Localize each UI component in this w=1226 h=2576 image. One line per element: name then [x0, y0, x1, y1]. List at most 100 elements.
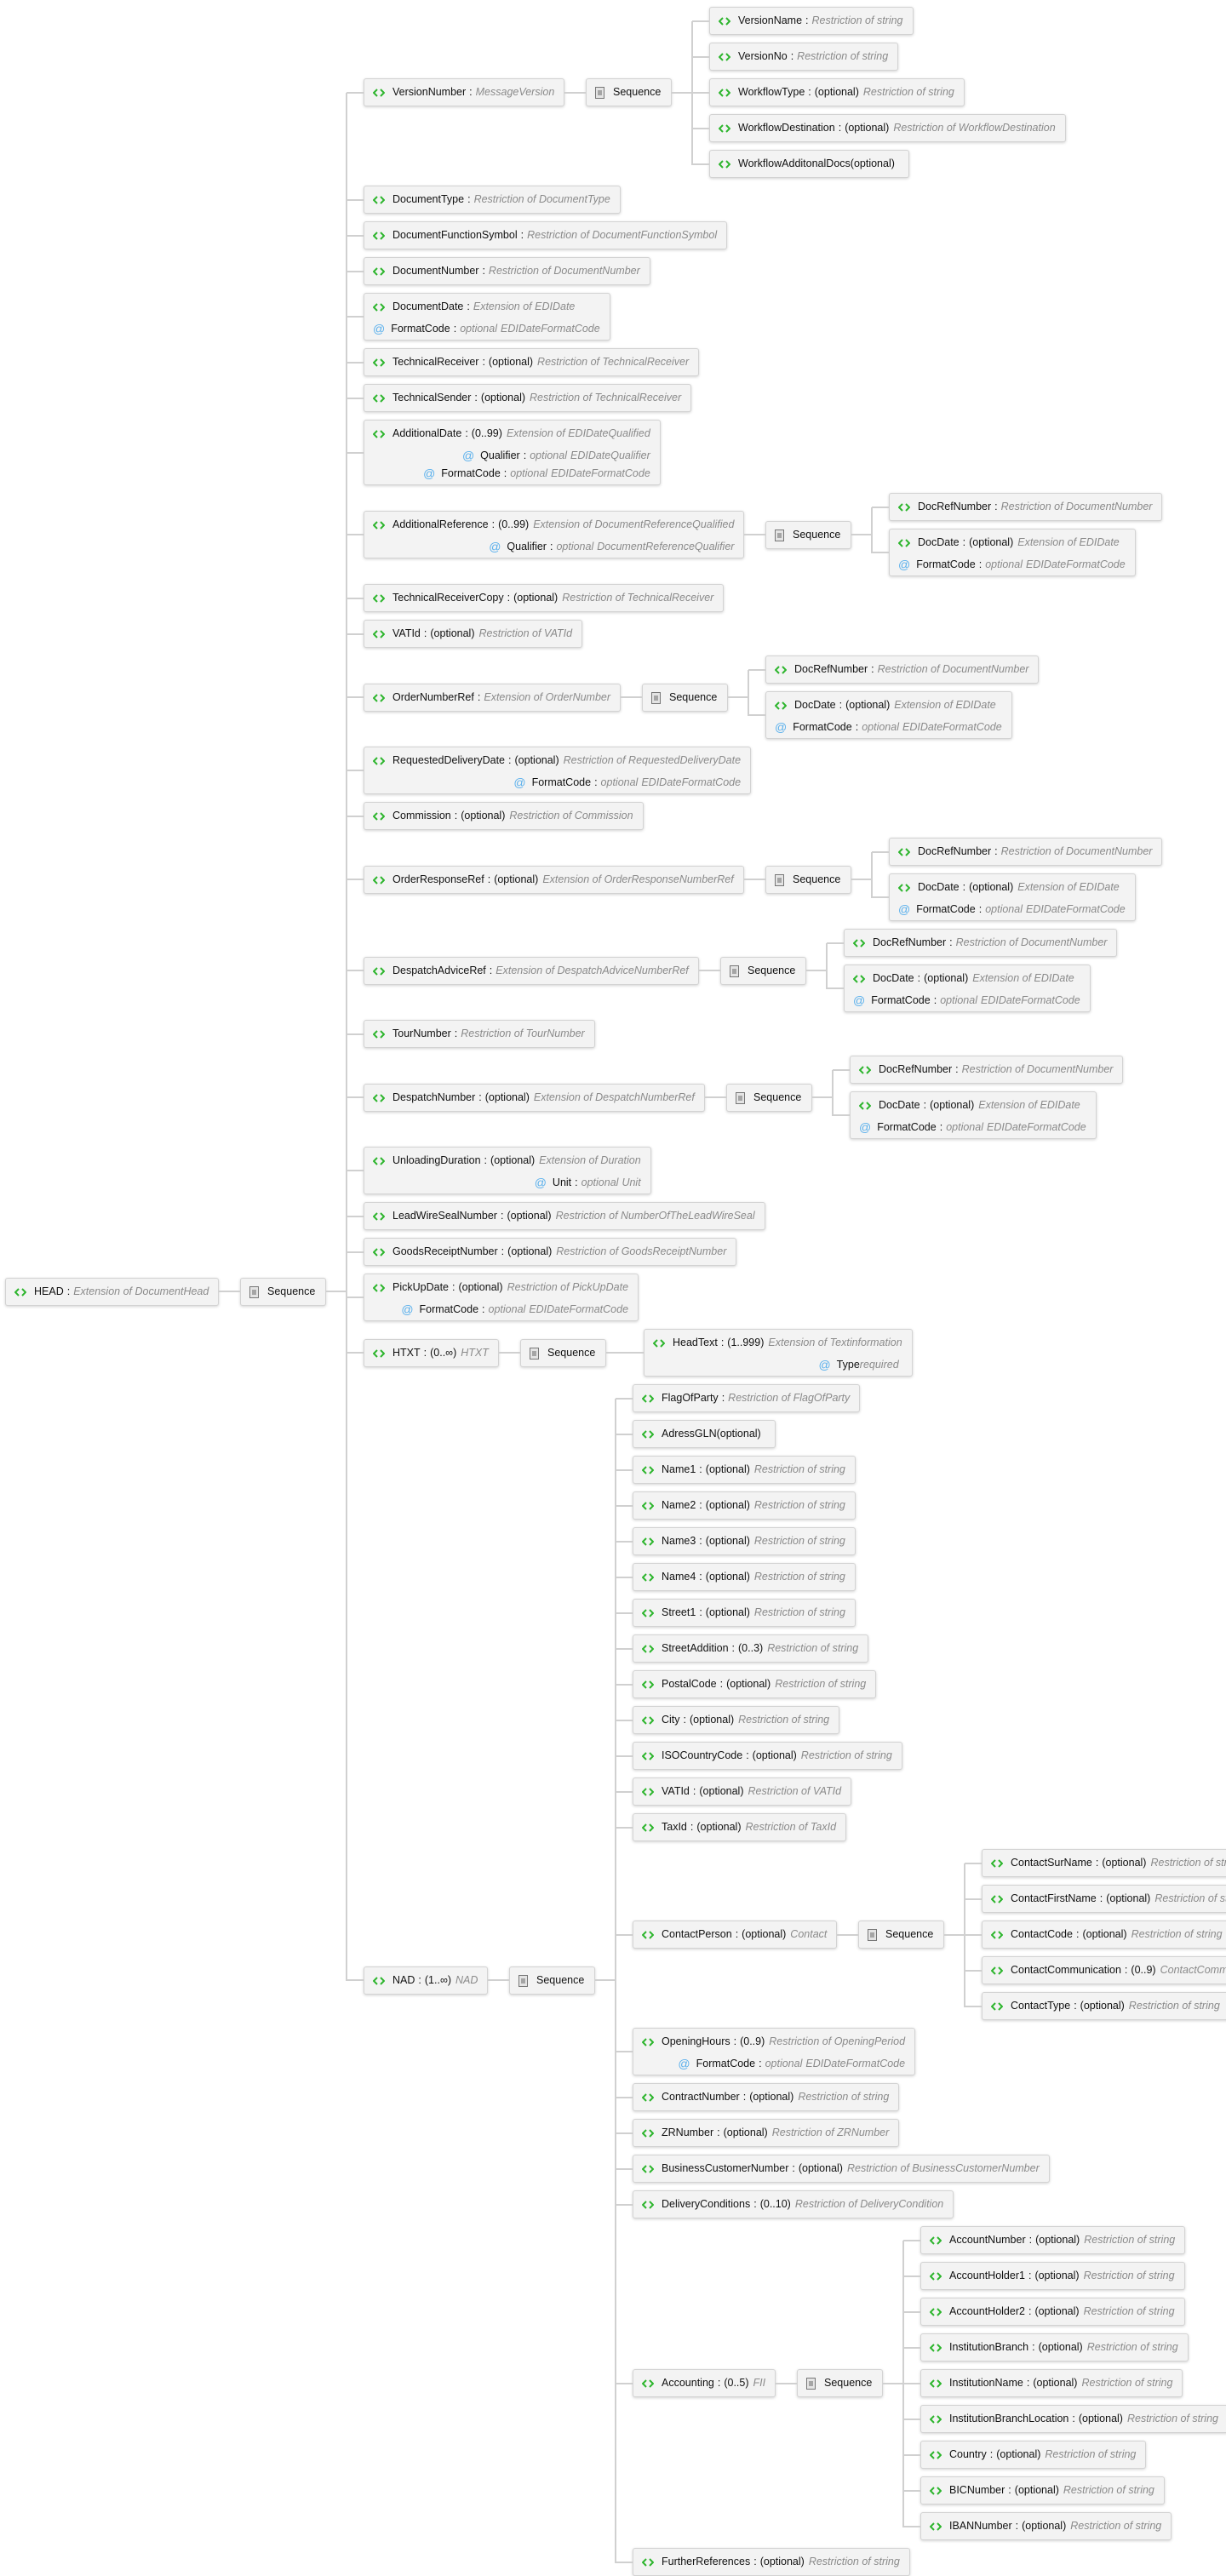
element-node[interactable]: RequestedDeliveryDate:(optional)Restrict… — [364, 747, 752, 794]
sequence-node[interactable]: Sequence — [765, 521, 852, 549]
element-node[interactable]: ContactCommunication:(0..9)ContactCommun… — [982, 1956, 1226, 1984]
element-node[interactable]: AdressGLN(optional) — [633, 1420, 776, 1448]
element-icon — [775, 701, 787, 710]
sequence-node[interactable]: Sequence — [726, 1084, 813, 1112]
element-node[interactable]: Accounting:(0..5)FII — [633, 2369, 776, 2397]
element-node[interactable]: DocDate:(optional)Extension of EDIDateFo… — [889, 873, 1136, 921]
element-node[interactable]: ContractNumber:(optional)Restriction of … — [633, 2083, 900, 2111]
element-node[interactable]: DocRefNumber:Restriction of DocumentNumb… — [889, 838, 1163, 866]
element-node[interactable]: InstitutionName:(optional)Restriction of… — [920, 2369, 1183, 2397]
sequence-node[interactable]: Sequence — [509, 1966, 596, 1995]
element-node[interactable]: VATId:(optional)Restriction of VATId — [364, 620, 583, 648]
element-name: Country — [949, 2448, 987, 2460]
element-node[interactable]: OrderNumberRef:Extension of OrderNumber — [364, 684, 622, 712]
element-node[interactable]: VersionName:Restriction of string — [709, 7, 914, 35]
element-node[interactable]: Name4:(optional)Restriction of string — [633, 1563, 856, 1591]
element-node[interactable]: VersionNo:Restriction of string — [709, 43, 899, 71]
occurrence: (optional) — [458, 1281, 503, 1293]
element-node[interactable]: ContactPerson:(optional)Contact — [633, 1921, 838, 1949]
element-node[interactable]: DocDate:(optional)Extension of EDIDateFo… — [765, 691, 1012, 739]
separator: : — [500, 1210, 504, 1222]
element-node[interactable]: AdditionalReference:(0..99)Extension of … — [364, 511, 745, 558]
element-node[interactable]: Street1:(optional)Restriction of string — [633, 1599, 856, 1627]
element-node[interactable]: DocRefNumber:Restriction of DocumentNumb… — [850, 1056, 1124, 1084]
element-node[interactable]: AccountNumber:(optional)Restriction of s… — [920, 2226, 1186, 2254]
element-node[interactable]: DocDate:(optional)Extension of EDIDateFo… — [850, 1091, 1097, 1139]
element-node[interactable]: DocRefNumber:Restriction of DocumentNumb… — [844, 929, 1118, 957]
element-node[interactable]: DocRefNumber:Restriction of DocumentNumb… — [765, 655, 1040, 684]
element-node[interactable]: TechnicalReceiver:(optional)Restriction … — [364, 348, 700, 376]
element-node[interactable]: WorkflowAdditonalDocs(optional) — [709, 150, 909, 178]
sequence-node[interactable]: Sequence — [858, 1921, 945, 1949]
element-node[interactable]: StreetAddition:(0..3)Restriction of stri… — [633, 1634, 869, 1663]
element-node[interactable]: HeadText:(1..999)Extension of Textinform… — [644, 1329, 913, 1377]
element-node[interactable]: ContactFirstName:(optional)Restriction o… — [982, 1885, 1226, 1913]
element-node[interactable]: ISOCountryCode:(optional)Restriction of … — [633, 1742, 902, 1770]
element-node[interactable]: InstitutionBranch:(optional)Restriction … — [920, 2333, 1189, 2361]
element-node[interactable]: TourNumber:Restriction of TourNumber — [364, 1020, 595, 1048]
element-node[interactable]: ContactSurName:(optional)Restriction of … — [982, 1849, 1226, 1877]
sequence-node[interactable]: Sequence — [797, 2369, 884, 2397]
element-node[interactable]: AccountHolder2:(optional)Restriction of … — [920, 2298, 1185, 2326]
element-node[interactable]: TaxId:(optional)Restriction of TaxId — [633, 1813, 847, 1841]
element-name: VATId — [392, 627, 421, 639]
element-node[interactable]: OpeningHours:(0..9)Restriction of Openin… — [633, 2028, 916, 2075]
element-node[interactable]: ZRNumber:(optional)Restriction of ZRNumb… — [633, 2119, 900, 2147]
element-node[interactable]: AdditionalDate:(0..99)Extension of EDIDa… — [364, 420, 661, 485]
element-node[interactable]: HTXT:(0..∞)HTXT — [364, 1339, 499, 1367]
element-node[interactable]: ContactType:(optional)Restriction of str… — [982, 1992, 1226, 2020]
element-node[interactable]: BICNumber:(optional)Restriction of strin… — [920, 2476, 1165, 2504]
element-icon — [642, 1429, 654, 1439]
element-node[interactable]: DespatchAdviceRef:Extension of DespatchA… — [364, 957, 699, 985]
sequence-node[interactable]: Sequence — [642, 684, 729, 712]
element-node[interactable]: PostalCode:(optional)Restriction of stri… — [633, 1670, 877, 1698]
element-node[interactable]: VersionNumber:MessageVersion — [364, 78, 565, 106]
element-node[interactable]: WorkflowType:(optional)Restriction of st… — [709, 78, 965, 106]
element-node[interactable]: HEAD:Extension of DocumentHead — [5, 1278, 220, 1306]
element-node[interactable]: Commission:(optional)Restriction of Comm… — [364, 802, 644, 830]
element-node[interactable]: City:(optional)Restriction of string — [633, 1706, 840, 1734]
element-node[interactable]: PickUpDate:(optional)Restriction of Pick… — [364, 1274, 639, 1321]
sequence-node[interactable]: Sequence — [720, 957, 807, 985]
connector-line — [903, 2453, 920, 2456]
occurrence: (optional) — [699, 1785, 744, 1797]
element-node[interactable]: Country:(optional)Restriction of string — [920, 2441, 1147, 2469]
element-node[interactable]: AccountHolder1:(optional)Restriction of … — [920, 2262, 1185, 2290]
element-node[interactable]: DocumentDate:Extension of EDIDateFormatC… — [364, 293, 610, 341]
sequence-node[interactable]: Sequence — [765, 866, 852, 894]
sequence-node[interactable]: Sequence — [520, 1339, 607, 1367]
element-node[interactable]: NAD:(1..∞)NAD — [364, 1966, 489, 1995]
element-node[interactable]: VATId:(optional)Restriction of VATId — [633, 1777, 852, 1806]
element-node[interactable]: DocRefNumber:Restriction of DocumentNumb… — [889, 493, 1163, 521]
element-node[interactable]: WorkflowDestination:(optional)Restrictio… — [709, 114, 1066, 142]
element-node[interactable]: DeliveryConditions:(0..10)Restriction of… — [633, 2190, 954, 2218]
element-node[interactable]: DocumentType:Restriction of DocumentType — [364, 186, 621, 214]
element-node[interactable]: Name2:(optional)Restriction of string — [633, 1491, 856, 1520]
element-node[interactable]: DocDate:(optional)Extension of EDIDateFo… — [844, 965, 1091, 1012]
element-node[interactable]: FurtherReferences:(optional)Restriction … — [633, 2548, 910, 2576]
attribute-name: Type — [836, 1359, 860, 1371]
connector-line — [347, 1352, 364, 1354]
element-node[interactable]: InstitutionBranchLocation:(optional)Rest… — [920, 2405, 1226, 2433]
element-node[interactable]: FlagOfParty:Restriction of FlagOfParty — [633, 1384, 861, 1412]
element-node[interactable]: IBANNumber:(optional)Restriction of stri… — [920, 2512, 1172, 2540]
element-node[interactable]: DespatchNumber:(optional)Extension of De… — [364, 1084, 705, 1112]
element-node[interactable]: GoodsReceiptNumber:(optional)Restriction… — [364, 1238, 737, 1266]
element-node[interactable]: DocDate:(optional)Extension of EDIDateFo… — [889, 529, 1136, 576]
element-node[interactable]: TechnicalReceiverCopy:(optional)Restrict… — [364, 584, 725, 612]
element-node[interactable]: DocumentFunctionSymbol:Restriction of Do… — [364, 221, 728, 249]
sequence-node[interactable]: Sequence — [586, 78, 673, 106]
element-node[interactable]: Name1:(optional)Restriction of string — [633, 1456, 856, 1484]
element-node[interactable]: OrderResponseRef:(optional)Extension of … — [364, 866, 744, 894]
element-node[interactable]: LeadWireSealNumber:(optional)Restriction… — [364, 1202, 765, 1230]
element-node[interactable]: TechnicalSender:(optional)Restriction of… — [364, 384, 692, 412]
element-node[interactable]: DocumentNumber:Restriction of DocumentNu… — [364, 257, 650, 285]
element-node[interactable]: ContactCode:(optional)Restriction of str… — [982, 1921, 1226, 1949]
element-node[interactable]: UnloadingDuration:(optional)Extension of… — [364, 1147, 651, 1194]
element-node[interactable]: Name3:(optional)Restriction of string — [633, 1527, 856, 1555]
occurrence: (optional) — [490, 1154, 536, 1166]
sequence-node[interactable]: Sequence — [240, 1278, 327, 1306]
separator: : — [735, 1928, 739, 1940]
separator: : — [721, 1392, 725, 1404]
element-node[interactable]: BusinessCustomerNumber:(optional)Restric… — [633, 2155, 1050, 2183]
